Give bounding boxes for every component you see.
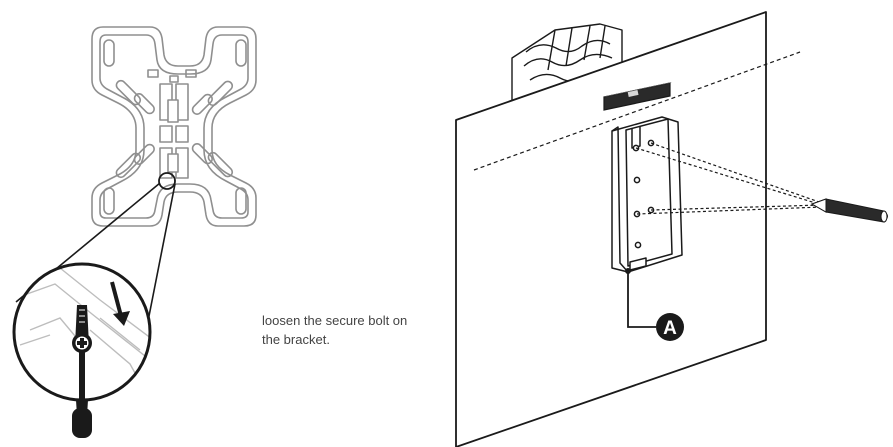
instruction-caption-line: the bracket. (262, 332, 330, 347)
callout-a-label: A (663, 318, 677, 339)
instruction-caption-line: loosen the secure bolt on (262, 313, 408, 328)
instruction-caption: loosen the secure bolt on the bracket. (262, 311, 462, 349)
pencil-mark-lines (635, 142, 823, 215)
pencil-icon (810, 198, 888, 223)
zoom-source-circle (158, 172, 176, 190)
callout-a-badge: A (656, 313, 684, 341)
level-guide-line (473, 51, 801, 171)
direction-arrow-icon (110, 281, 130, 326)
wall-bracket (611, 116, 683, 274)
spirit-level-icon (603, 82, 672, 111)
callout-a-leader (627, 271, 656, 328)
screwdriver-icon (72, 305, 92, 438)
wall-board (455, 11, 767, 447)
bracket-plate (91, 26, 257, 227)
